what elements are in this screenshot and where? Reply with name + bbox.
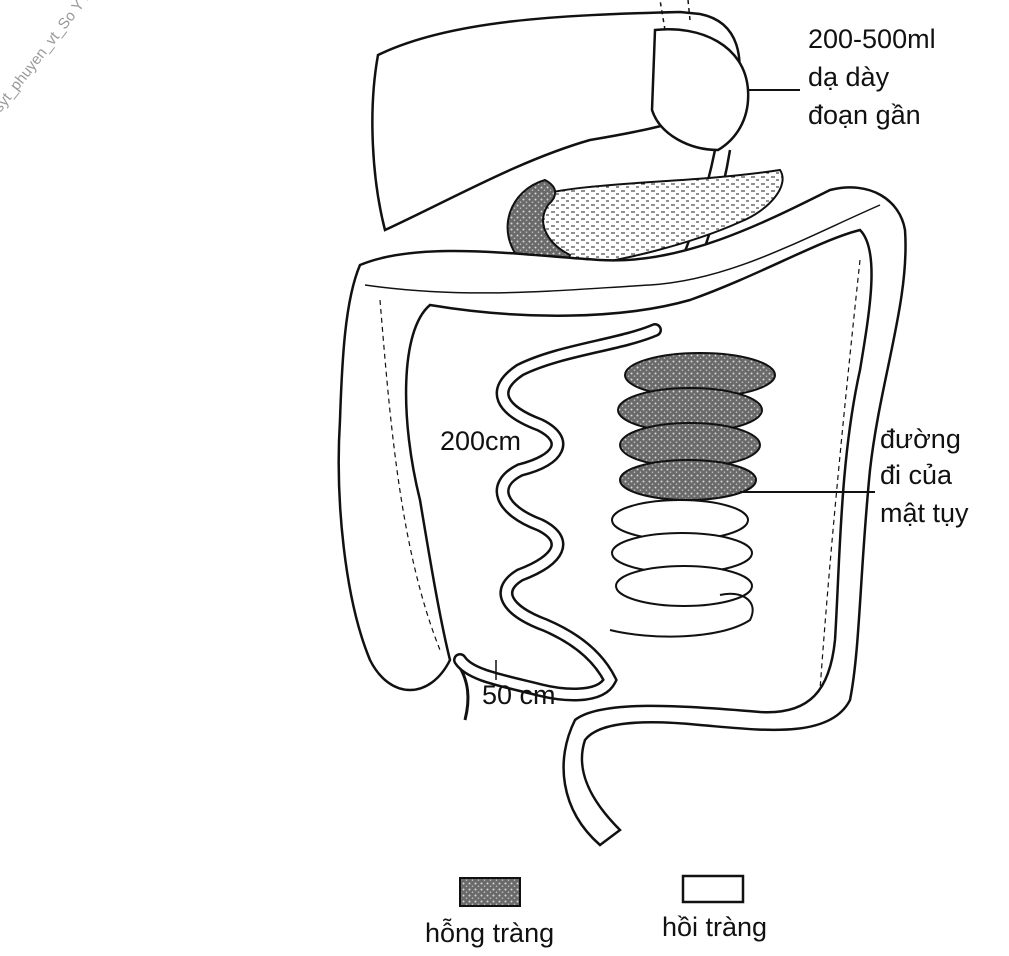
ileum-coils — [610, 500, 753, 637]
label-stomach-line2: đoạn gần — [808, 100, 921, 130]
jejunum-coils — [618, 353, 775, 500]
label-bile-line1: đường — [880, 424, 961, 454]
label-stomach-line1: dạ dày — [808, 62, 889, 92]
legend-ileum-label: hồi tràng — [662, 912, 767, 942]
legend-ileum-swatch — [683, 876, 743, 902]
label-bile-line2: đi của — [880, 460, 952, 490]
label-length-200: 200cm — [440, 426, 521, 456]
label-bile-line3: mật tụy — [880, 498, 969, 528]
label-stomach-volume: 200-500ml — [808, 24, 936, 54]
legend-jejunum-swatch — [460, 878, 520, 906]
legend-jejunum-label: hỗng tràng — [425, 918, 554, 948]
label-length-50: 50 cm — [482, 680, 556, 710]
